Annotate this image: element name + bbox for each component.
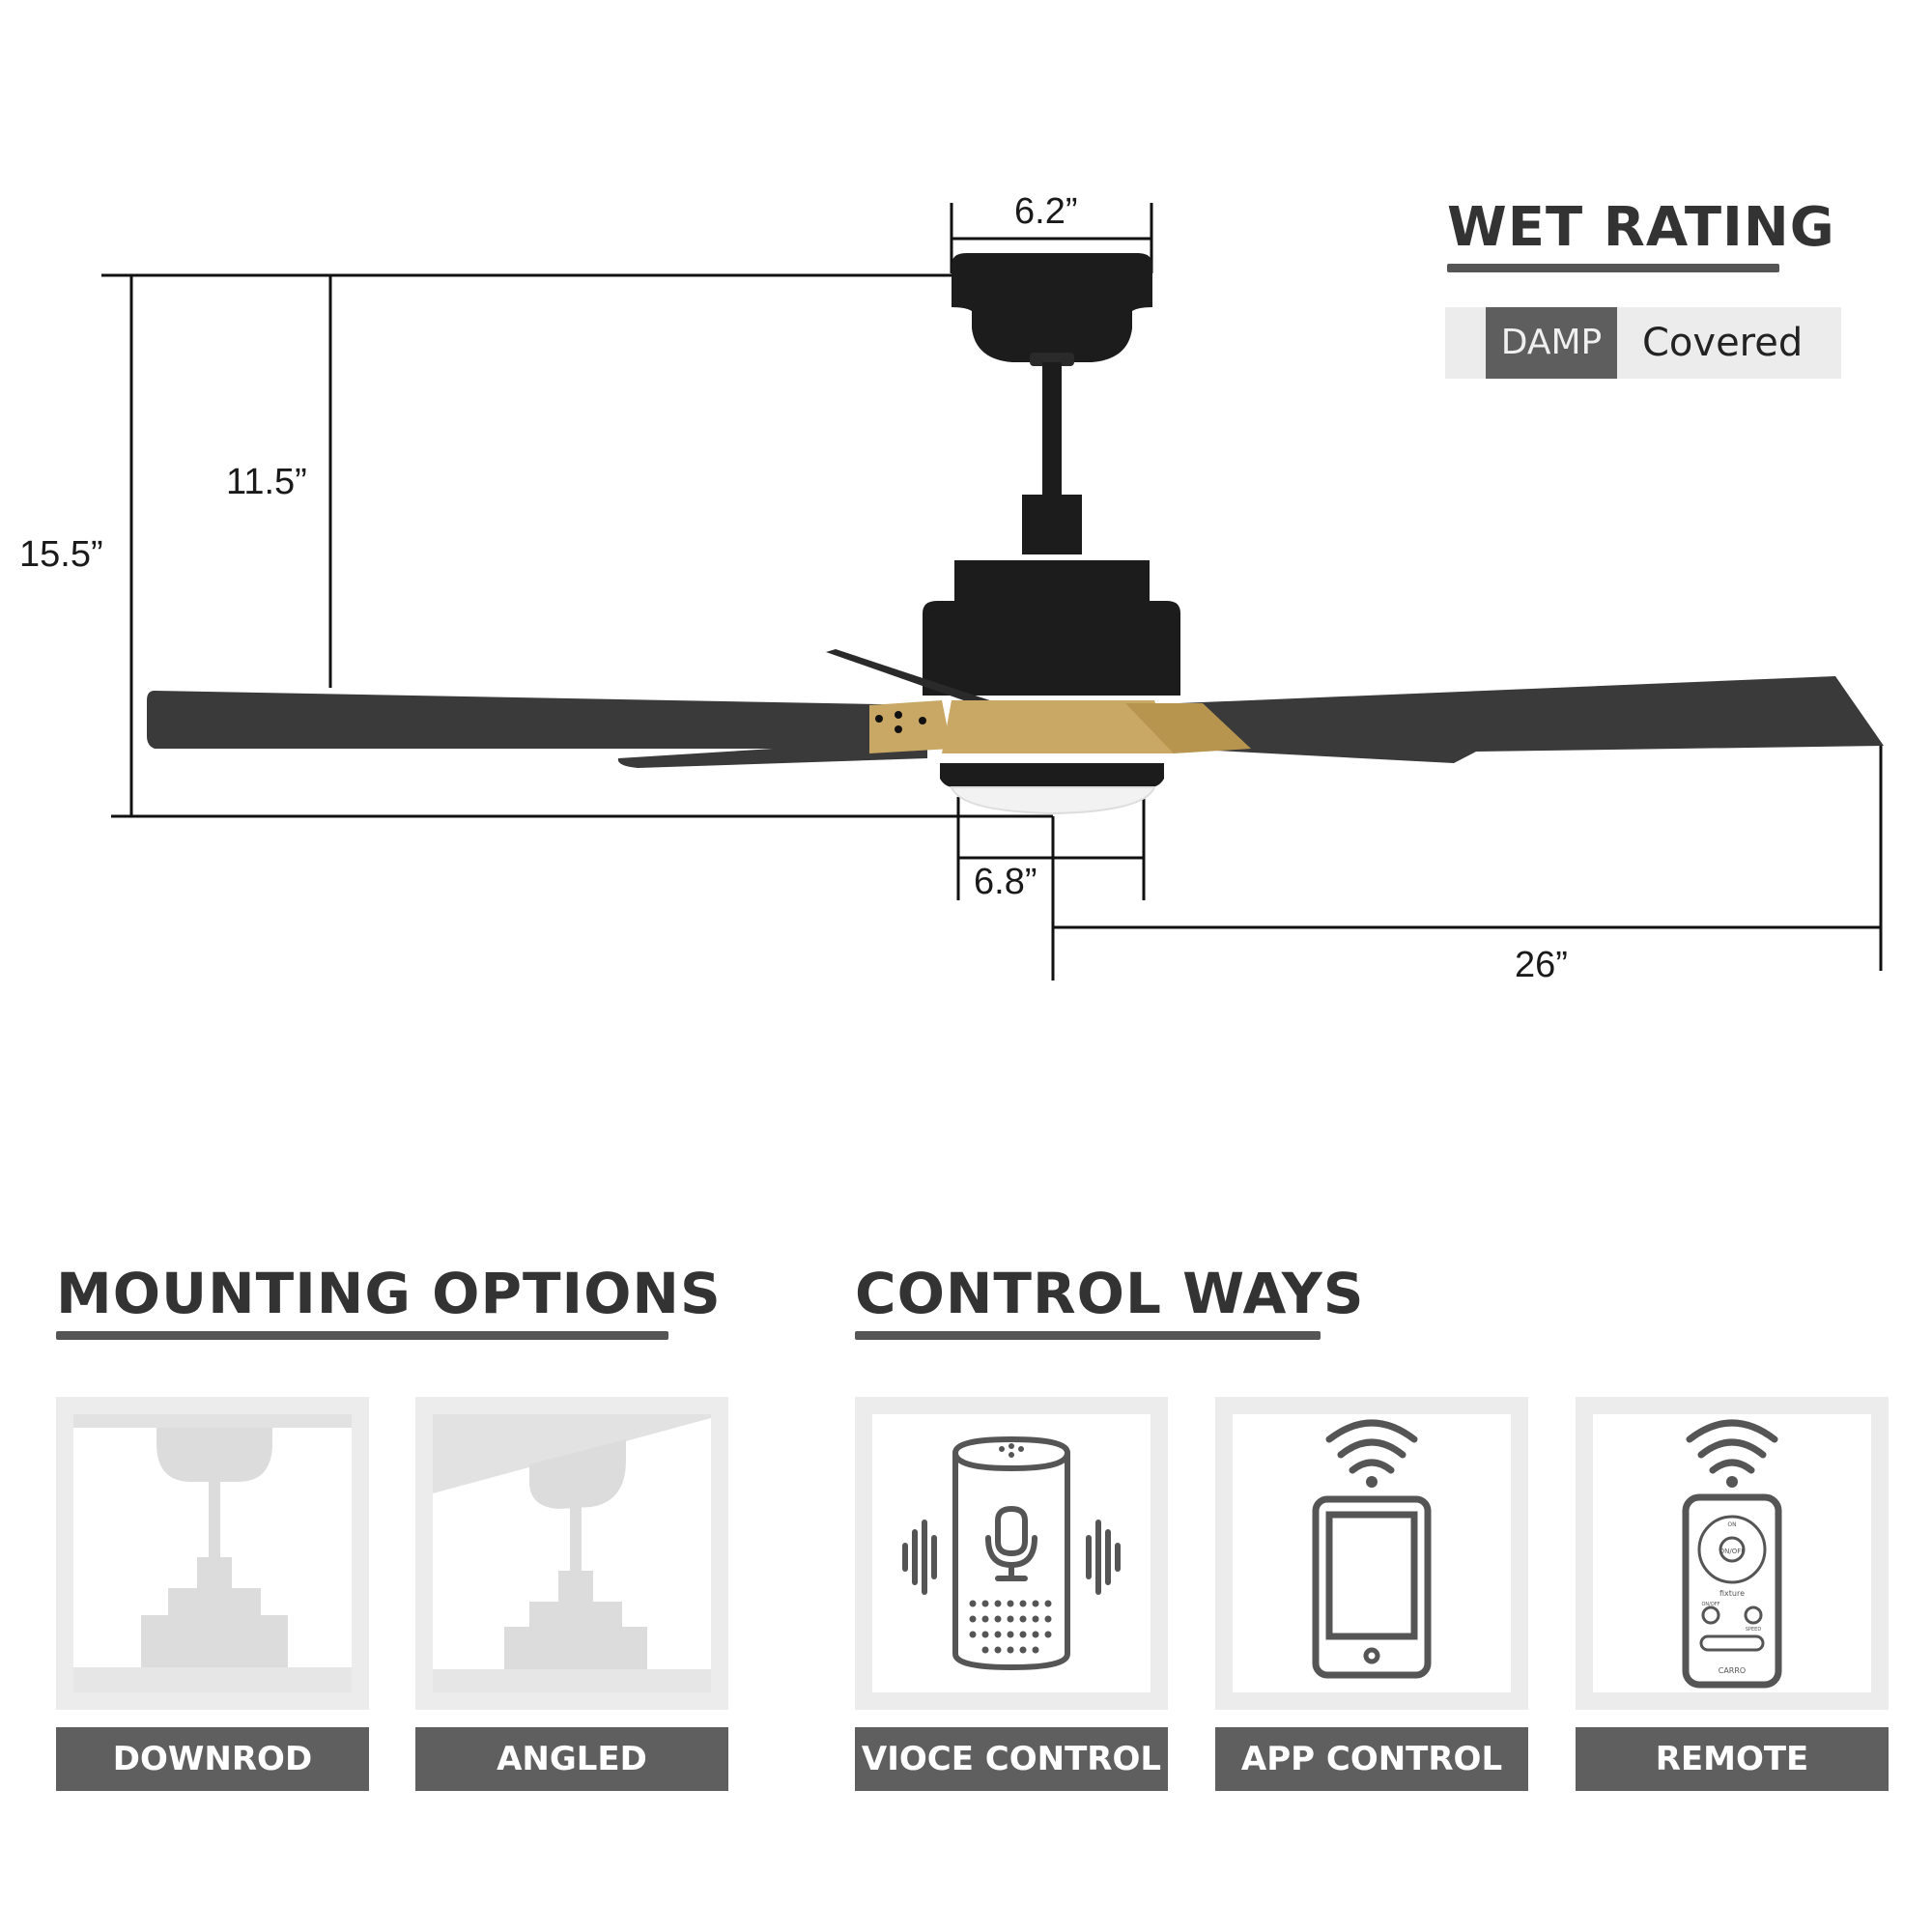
fan-downrod [1042, 362, 1062, 497]
app-control-label: APP CONTROL [1215, 1727, 1528, 1791]
wet-rating-damp-badge: DAMP [1486, 307, 1617, 379]
light-width-label: 6.8” [974, 862, 1037, 902]
total-height-label: 15.5” [19, 534, 103, 575]
remote-speed: SPEED [1746, 1627, 1762, 1633]
voice-control-tile [855, 1397, 1168, 1710]
remote-on: ON [1727, 1521, 1736, 1528]
downrod-mount-icon [73, 1414, 352, 1692]
angled-mount-icon [433, 1414, 711, 1692]
fan-dimension-drawing [101, 203, 1884, 980]
control-ways-underline [855, 1331, 1321, 1340]
tablet-wifi-icon [1312, 1419, 1432, 1679]
fan-canopy [952, 253, 1152, 366]
remote-fixture: fixture [1719, 1589, 1745, 1598]
angled-label: ANGLED [415, 1727, 728, 1791]
fan-motor-housing [923, 560, 1180, 696]
downrod-label: DOWNROD [56, 1727, 369, 1791]
remote-on-off: ON/OFF [1719, 1548, 1746, 1555]
mounting-options-title: MOUNTING OPTIONS [56, 1261, 722, 1326]
fan-light-kit [940, 763, 1164, 815]
remote-wifi-icon: CARRO fixture ON/OFF ON ON/OFF SPEED [1682, 1419, 1782, 1689]
blade-radius-label: 26” [1515, 945, 1568, 985]
downrod-height-label: 11.5” [226, 462, 307, 502]
downrod-tile [56, 1397, 369, 1710]
fan-blade-irons [869, 700, 1251, 753]
remote-brand: CARRO [1719, 1666, 1746, 1675]
voice-control-label: VIOCE CONTROL [855, 1727, 1168, 1791]
wet-rating-underline [1447, 264, 1779, 272]
wet-rating-title: WET RATING [1447, 196, 1835, 259]
remote-sleep: ON/OFF [1701, 1602, 1719, 1607]
wet-rating-location: Covered [1642, 321, 1804, 365]
mounting-options-underline [56, 1331, 668, 1340]
remote-label: REMOTE [1576, 1727, 1889, 1791]
fan-coupler [1022, 495, 1082, 554]
dimension-lines [101, 203, 1883, 980]
angled-tile [415, 1397, 728, 1710]
smart-speaker-icon [902, 1435, 1121, 1671]
app-control-tile [1215, 1397, 1528, 1710]
canopy-width-label: 6.2” [1014, 191, 1078, 232]
control-ways-title: CONTROL WAYS [855, 1261, 1365, 1326]
remote-tile: CARRO fixture ON/OFF ON ON/OFF SPEED [1576, 1397, 1889, 1710]
